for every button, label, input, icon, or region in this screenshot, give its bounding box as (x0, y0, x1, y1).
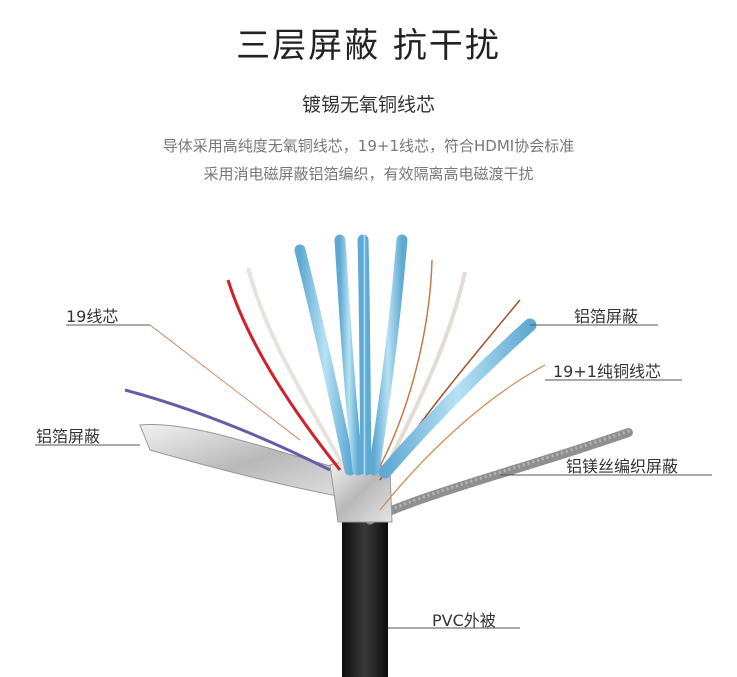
wire-copper-3 (379, 364, 546, 511)
pvc-jacket (342, 520, 388, 677)
label-foil-left: 铝箔屏蔽 (36, 427, 101, 446)
blue-pair-5 (378, 318, 537, 479)
label-core20: 19+1纯铜线芯 (553, 362, 661, 381)
blue-pair-3 (357, 234, 372, 476)
page-title: 三层屏蔽 抗干扰 (236, 26, 501, 66)
description-line-1: 导体采用高纯度无氧铜线芯，19+1线芯，符合HDMI协会标准 (162, 137, 575, 155)
wire-red (226, 279, 342, 471)
label-foil-right: 铝箔屏蔽 (574, 307, 639, 326)
blue-pair-2 (334, 234, 364, 476)
wire-purple (124, 388, 331, 472)
page-subtitle: 镀锡无氧铜线芯 (301, 94, 435, 116)
label-jacket: PVC外被 (432, 611, 496, 630)
wire-white-1 (246, 267, 347, 471)
wire-white-2 (383, 271, 467, 471)
description-line-2: 采用消电磁屏蔽铝箔编织，有效隔离高电磁渡干扰 (203, 165, 534, 183)
label-core19: 19线芯 (66, 307, 119, 326)
blue-pair-1 (294, 244, 356, 476)
blue-pair-4 (368, 234, 408, 476)
wire-copper-1 (377, 259, 433, 471)
label-braid: 铝镁丝编织屏蔽 (566, 457, 679, 476)
